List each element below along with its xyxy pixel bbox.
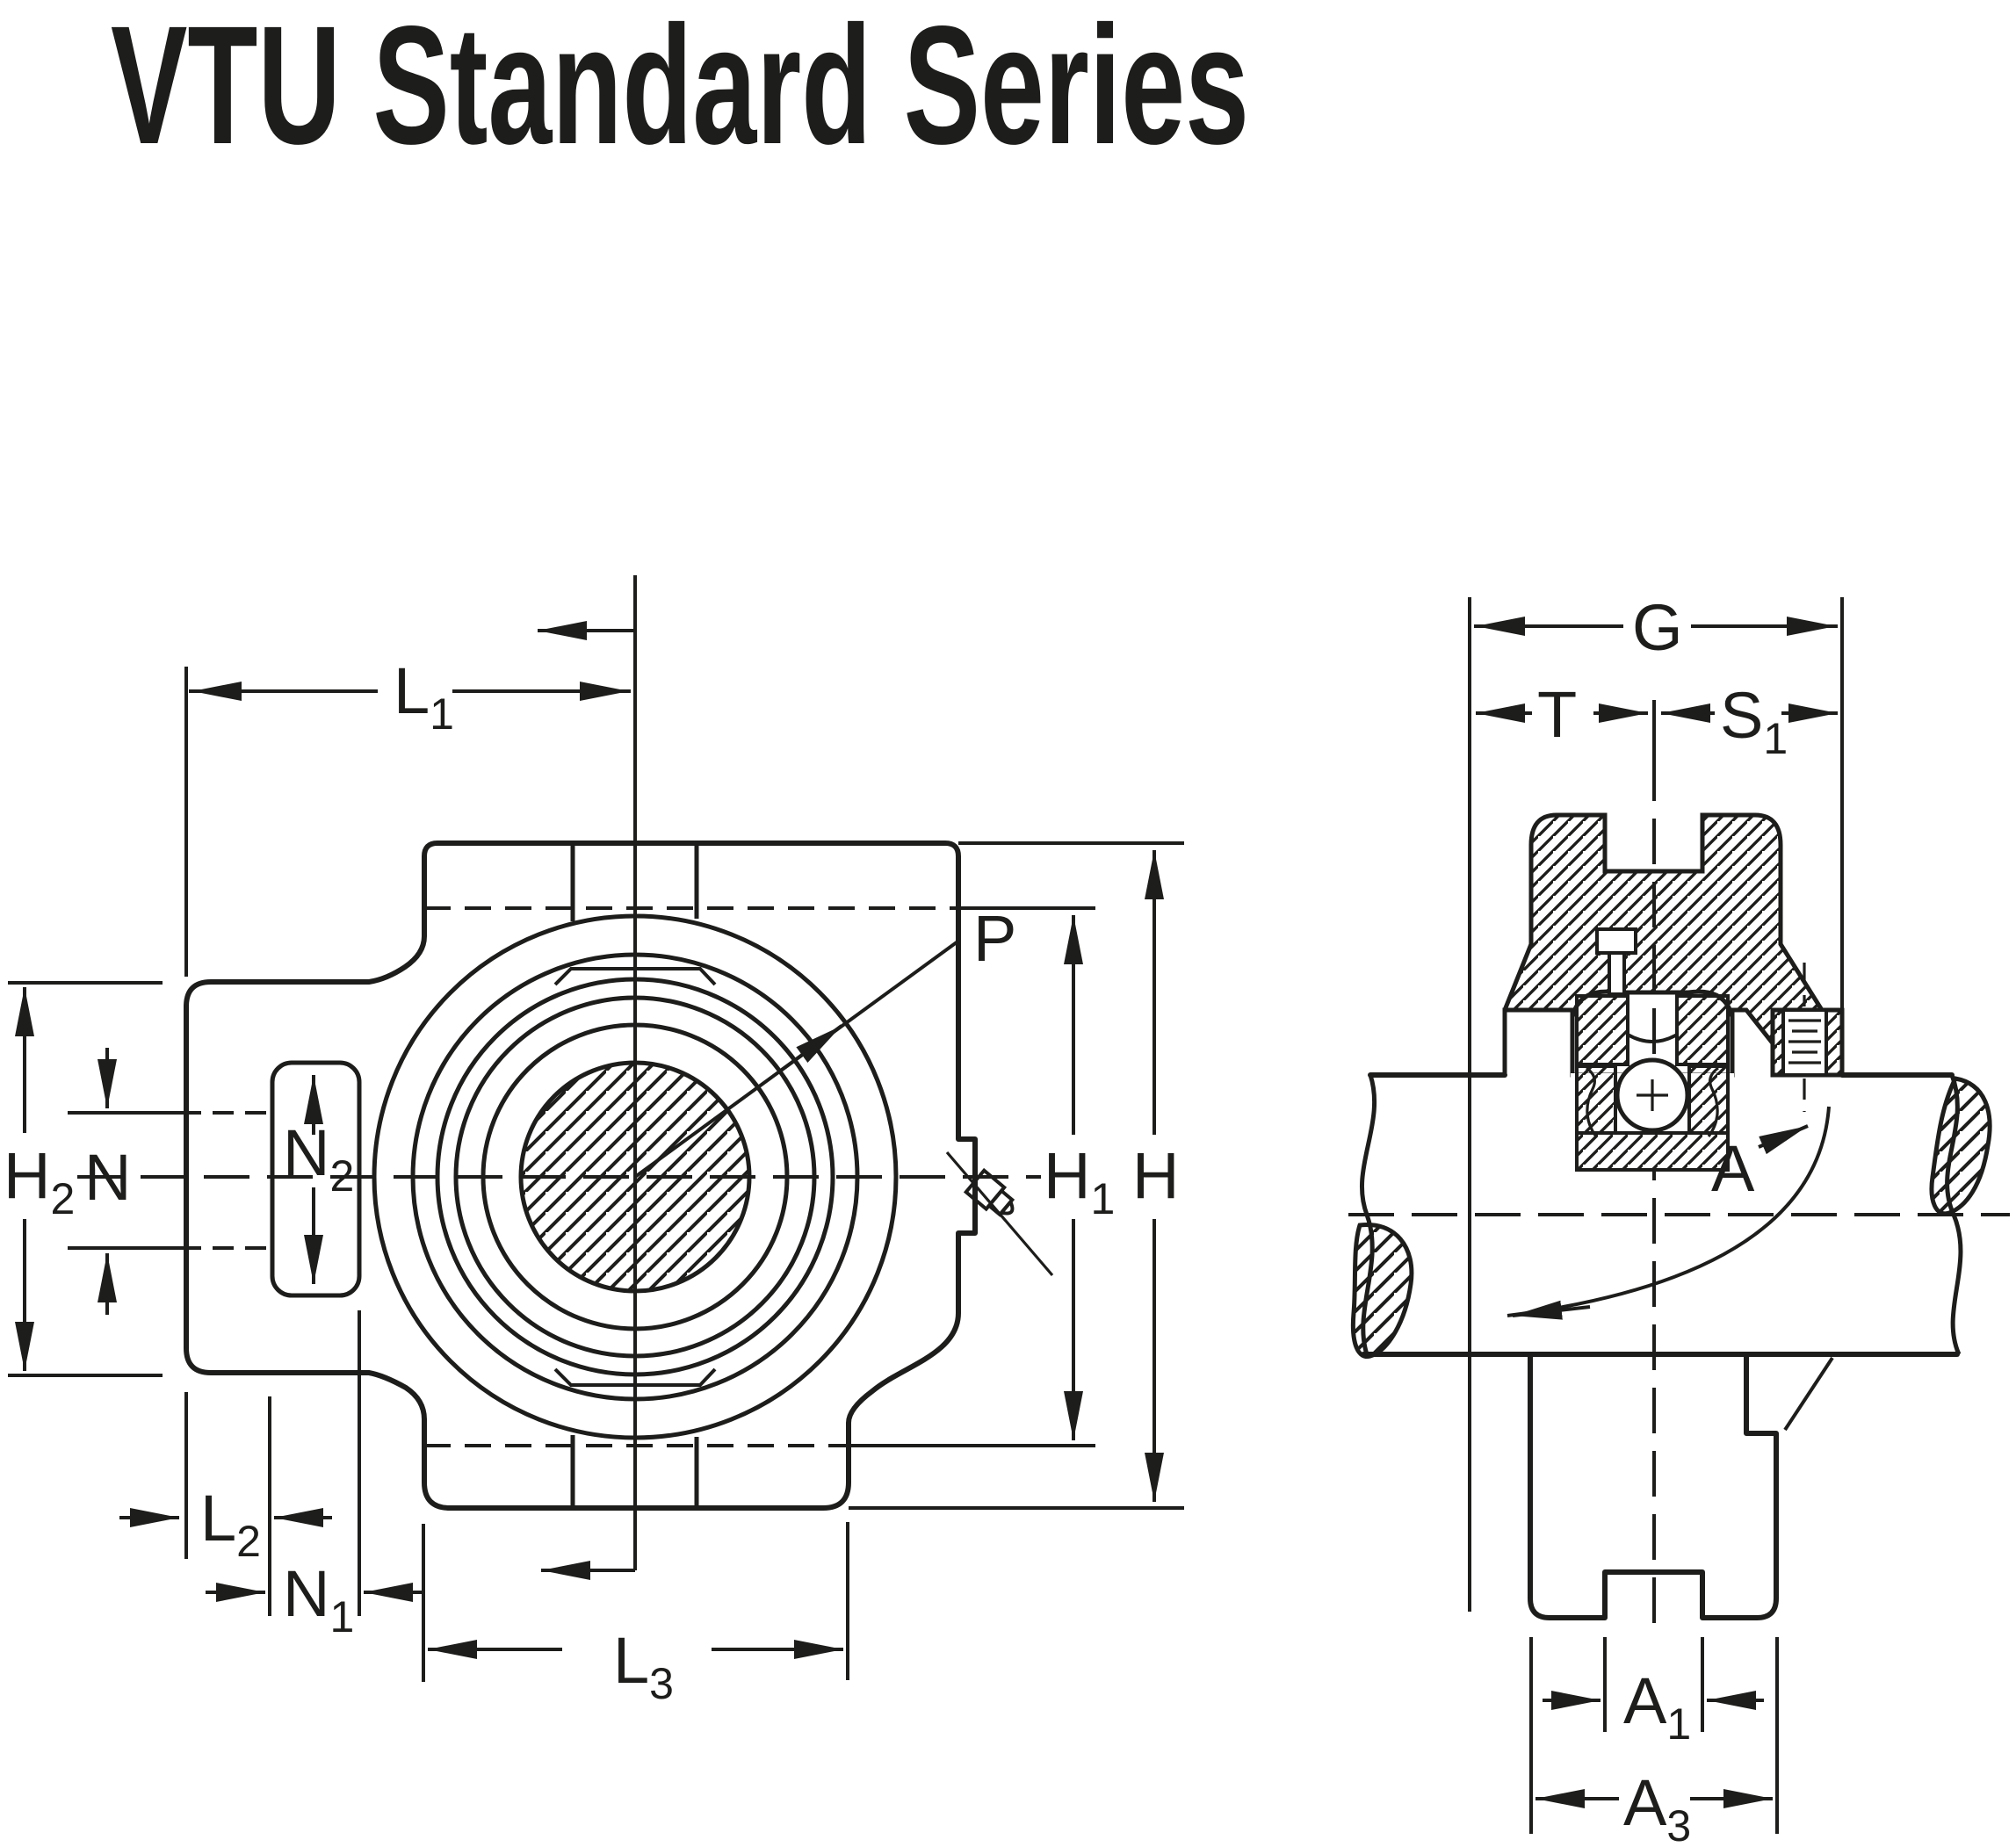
svg-text:T: T: [1537, 678, 1577, 751]
svg-text:A3: A3: [1623, 1766, 1691, 1843]
seal-right: [1707, 1066, 1719, 1137]
page-title: VTU Standard Series: [111, 0, 1249, 179]
housing-outline: [184, 841, 978, 1511]
takeup-slot: [270, 1060, 362, 1298]
svg-text:A: A: [1711, 1132, 1755, 1205]
svg-text:H1: H1: [1044, 1139, 1115, 1223]
dim-N: N: [68, 1048, 274, 1315]
seal-left: [1586, 1066, 1598, 1137]
dim-L2: L2: [119, 1392, 332, 1616]
svg-text:H: H: [1132, 1139, 1179, 1212]
svg-text:A1: A1: [1623, 1664, 1691, 1749]
side-view: G T S1: [1348, 591, 2010, 1847]
dim-S1: S1: [1661, 679, 1838, 763]
shaft: [1348, 1072, 2010, 1360]
svg-text:N1: N1: [283, 1557, 354, 1641]
svg-text:L3: L3: [613, 1624, 674, 1708]
dim-L3: L3: [422, 1522, 849, 1708]
svg-text:S1: S1: [1720, 679, 1788, 763]
dim-L1: L1: [184, 654, 631, 977]
dim-N2: N2: [283, 1075, 354, 1284]
svg-text:N: N: [84, 1141, 131, 1214]
locking-collar: [1770, 963, 1845, 1112]
svg-text:H2: H2: [4, 1139, 75, 1223]
dim-N1: N1: [206, 1310, 422, 1641]
dim-H1: H1: [1044, 915, 1115, 1440]
dim-A1: A1: [1543, 1637, 1764, 1749]
svg-text:G: G: [1632, 591, 1683, 664]
dim-A3: A3: [1529, 1637, 1779, 1847]
front-view: L1 H2 N N2 P: [4, 575, 1184, 1708]
grease-fitting: [945, 1151, 1054, 1277]
dim-H: H: [849, 841, 1184, 1510]
hidden-slide-lines: [424, 906, 1095, 1447]
bearing-section: [1571, 927, 1734, 1172]
svg-text:L2: L2: [200, 1482, 261, 1566]
dim-T: T: [1476, 678, 1648, 751]
svg-text:L1: L1: [394, 654, 454, 739]
svg-text:P: P: [973, 902, 1016, 975]
dim-H2: H2: [4, 981, 163, 1377]
dim-A: A: [1507, 1106, 1831, 1320]
leader-P: P: [633, 902, 1016, 1179]
dim-G: G: [1474, 591, 1838, 664]
locating-pin: [1595, 927, 1637, 955]
guide-foot: [1528, 1352, 1834, 1620]
svg-text:N2: N2: [283, 1116, 354, 1201]
